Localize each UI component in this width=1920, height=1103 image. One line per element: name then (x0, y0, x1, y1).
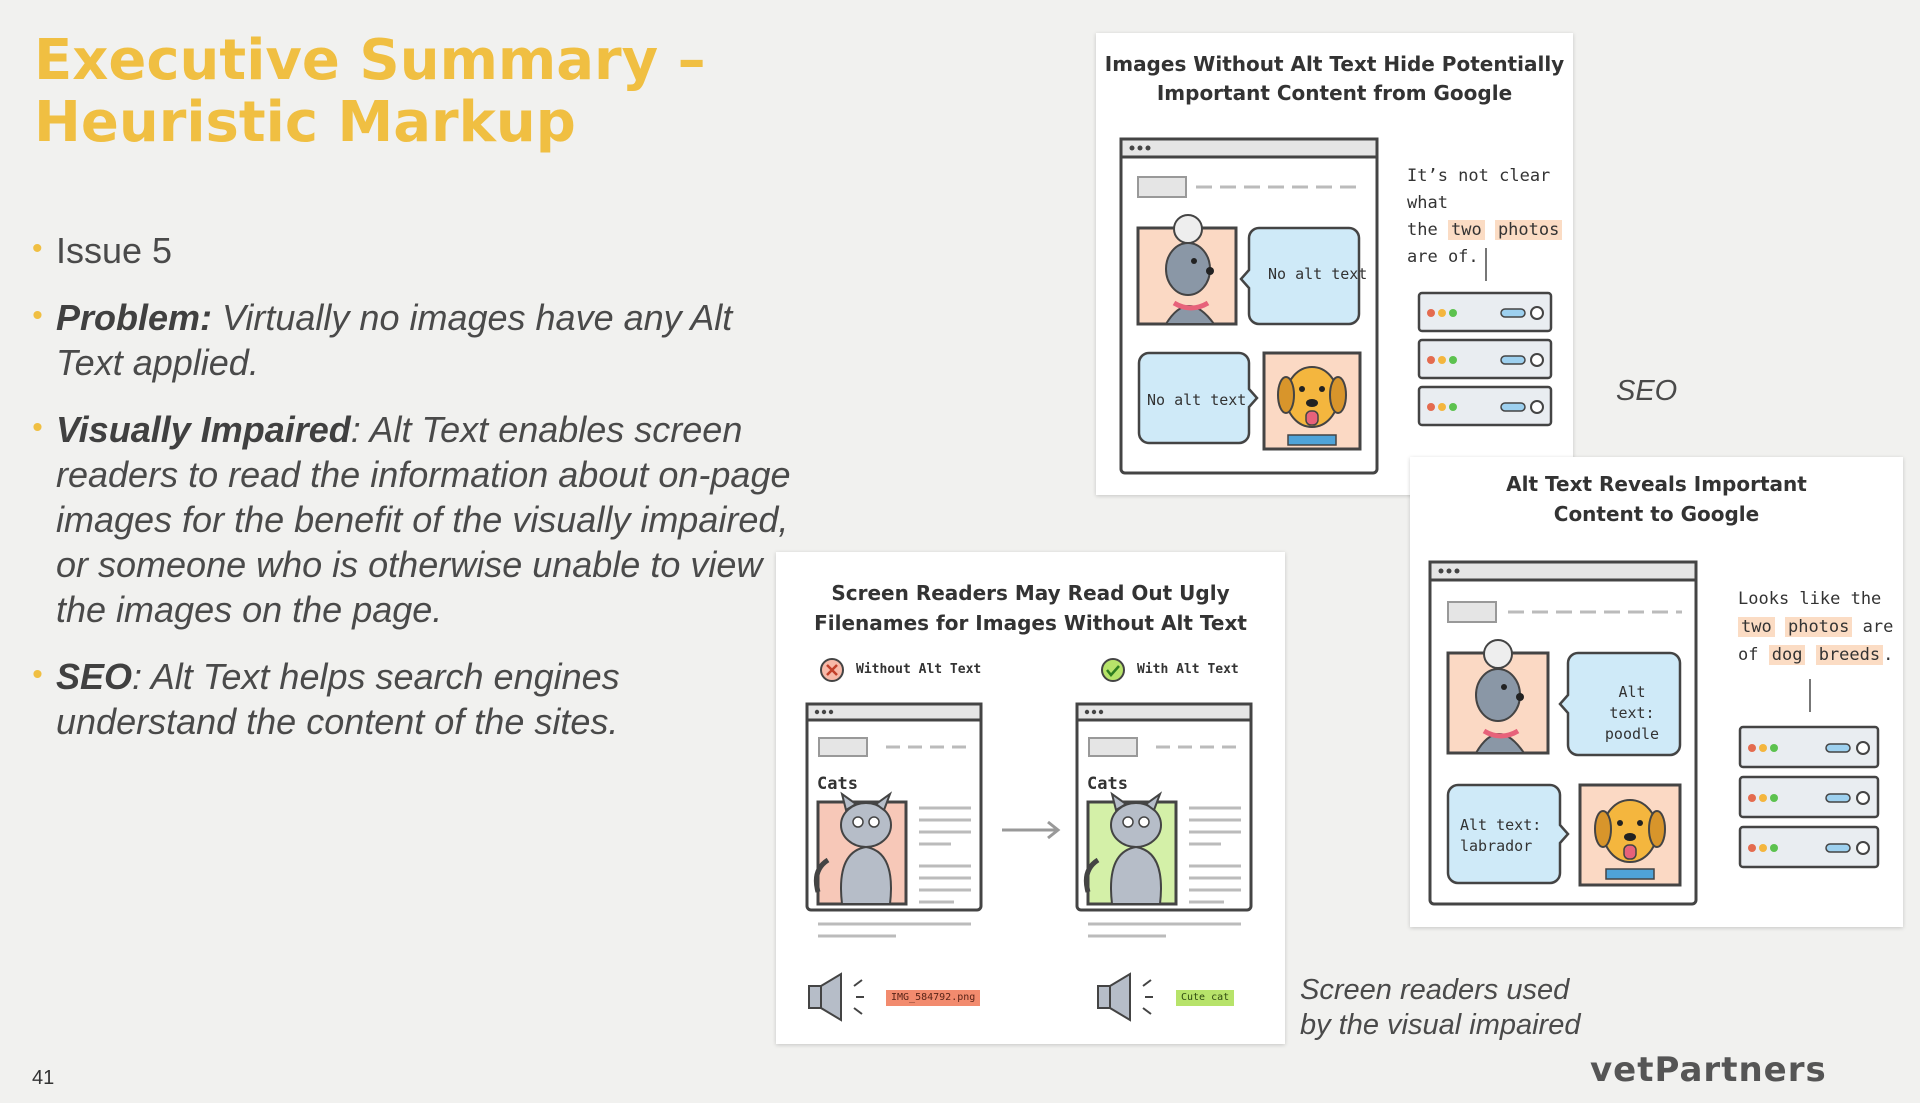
card3-bubble1-line1: Alt text: (1609, 683, 1655, 722)
bullet-visually-impaired: • Visually Impaired: Alt Text enables sc… (32, 407, 792, 632)
speaker-icon (1097, 972, 1153, 1022)
card1-note-the: the (1407, 220, 1438, 240)
card1-note-line1: It’s not clear what (1407, 166, 1551, 213)
card1-note-two: two (1447, 220, 1485, 240)
filename-spoken: IMG_584792.png (886, 990, 981, 1006)
slide-title-line1: Executive Summary – (34, 28, 706, 93)
card3-note-dog: dog (1768, 645, 1806, 665)
poodle-image-icon (1446, 639, 1550, 755)
card3-note-are: are (1862, 617, 1894, 637)
bullet-dot: • (32, 299, 43, 332)
card2-title-line2: Filenames for Images Without Alt Text (814, 611, 1247, 635)
card3-bubble1-text: Alt text: poodle (1592, 682, 1672, 745)
card1-note-photos: photos (1494, 220, 1563, 240)
card-screen-readers: Screen Readers May Read Out Ugly Filenam… (776, 552, 1285, 1044)
card3-note-of: of (1738, 645, 1759, 665)
with-alt-label: With Alt Text (1137, 662, 1239, 677)
card3-bubble2-line1: Alt text: (1460, 816, 1542, 834)
alt-text-spoken: Cute cat (1176, 990, 1235, 1006)
card3-title: Alt Text Reveals Important Content to Go… (1410, 469, 1903, 529)
check-icon (1101, 658, 1125, 682)
card1-note: It’s not clear what the two photos are o… (1407, 163, 1573, 271)
bullet-problem: • Problem: Virtually no images have any … (32, 295, 792, 385)
card1-bubble1-text: No alt text (1268, 265, 1368, 283)
slide-title-line2: Heuristic Markup (34, 90, 576, 155)
bullet-dot: • (32, 232, 43, 265)
card3-note: Looks like the two photos are of dog bre… (1738, 585, 1893, 669)
labrador-image-icon (1578, 783, 1682, 887)
card3-bubble2-line2: labrador (1460, 837, 1533, 855)
card3-note-two: two (1738, 617, 1775, 637)
page-number: 41 (32, 1067, 55, 1089)
visual-label: Visually Impaired (56, 409, 351, 450)
card3-note-line1: Looks like the (1738, 589, 1882, 609)
card1-note-line3: are of. (1407, 247, 1479, 267)
card3-note-line2: two photos are (1738, 613, 1893, 641)
problem-text: Virtually no images have any Alt Text ap… (56, 297, 733, 383)
issue-text: Issue 5 (56, 230, 173, 271)
poodle-image-icon (1136, 214, 1238, 326)
bullet-issue: • Issue 5 (32, 228, 792, 273)
cat-image-icon (1083, 791, 1178, 906)
card3-note-line3: of dog breeds. (1738, 641, 1893, 669)
card1-title-line2: Important Content from Google (1156, 81, 1513, 105)
speaker-icon (808, 972, 864, 1022)
card1-note-line2: the two photos (1407, 217, 1573, 244)
screen-readers-caption-line2: by the visual impaired (1300, 1009, 1581, 1041)
arrow-right-icon (1002, 820, 1061, 840)
card1-illustration (1119, 137, 1553, 475)
seo-caption: SEO (1616, 375, 1678, 407)
cat-image-icon (813, 791, 908, 906)
card3-bubble1-line2: poodle (1604, 725, 1660, 743)
right-page-heading: Cats (1087, 774, 1128, 794)
without-alt-label: Without Alt Text (856, 662, 982, 677)
seo-label: SEO (56, 656, 133, 697)
card2-title-line1: Screen Readers May Read Out Ugly (831, 581, 1230, 605)
seo-text: : Alt Text helps search engines understa… (56, 656, 620, 742)
server-stack-icon (1738, 725, 1880, 869)
card3-title-line1: Alt Text Reveals Important (1506, 472, 1807, 496)
card3-note-period: . (1883, 645, 1894, 665)
bullet-list: • Issue 5 • Problem: Virtually no images… (32, 228, 792, 766)
card3-title-line2: Content to Google (1553, 502, 1760, 526)
screen-readers-caption-line1: Screen readers used (1300, 974, 1570, 1006)
error-x-icon (820, 658, 844, 682)
labrador-image-icon (1262, 351, 1362, 451)
card-alt-reveals-google: Alt Text Reveals Important Content to Go… (1410, 457, 1903, 927)
card1-title: Images Without Alt Text Hide Potentially… (1096, 50, 1573, 108)
card3-note-breeds: breeds (1815, 645, 1884, 665)
problem-label: Problem: (56, 297, 213, 338)
card3-illustration (1428, 560, 1880, 906)
card2-title: Screen Readers May Read Out Ugly Filenam… (776, 578, 1285, 638)
card1-bubble2-text: No alt text (1147, 391, 1247, 409)
vetpartners-logo: vetPartners (1590, 1050, 1827, 1090)
card3-bubble2-text: Alt text: labrador (1460, 815, 1550, 857)
bullet-dot: • (32, 658, 43, 691)
bullet-seo: • SEO: Alt Text helps search engines und… (32, 654, 792, 744)
card3-note-photos: photos (1784, 617, 1853, 637)
slide-title: Executive Summary – Heuristic Markup (34, 30, 794, 154)
server-stack-icon (1417, 291, 1553, 427)
visual-text: : Alt Text enables screen readers to rea… (56, 409, 791, 630)
bullet-dot: • (32, 411, 43, 444)
card2-illustration (805, 658, 1253, 1022)
screen-readers-caption: Screen readers used by the visual impair… (1300, 973, 1580, 1043)
card-without-alt-google: Images Without Alt Text Hide Potentially… (1096, 33, 1573, 495)
left-page-heading: Cats (817, 774, 858, 794)
card1-title-line1: Images Without Alt Text Hide Potentially (1104, 52, 1565, 76)
